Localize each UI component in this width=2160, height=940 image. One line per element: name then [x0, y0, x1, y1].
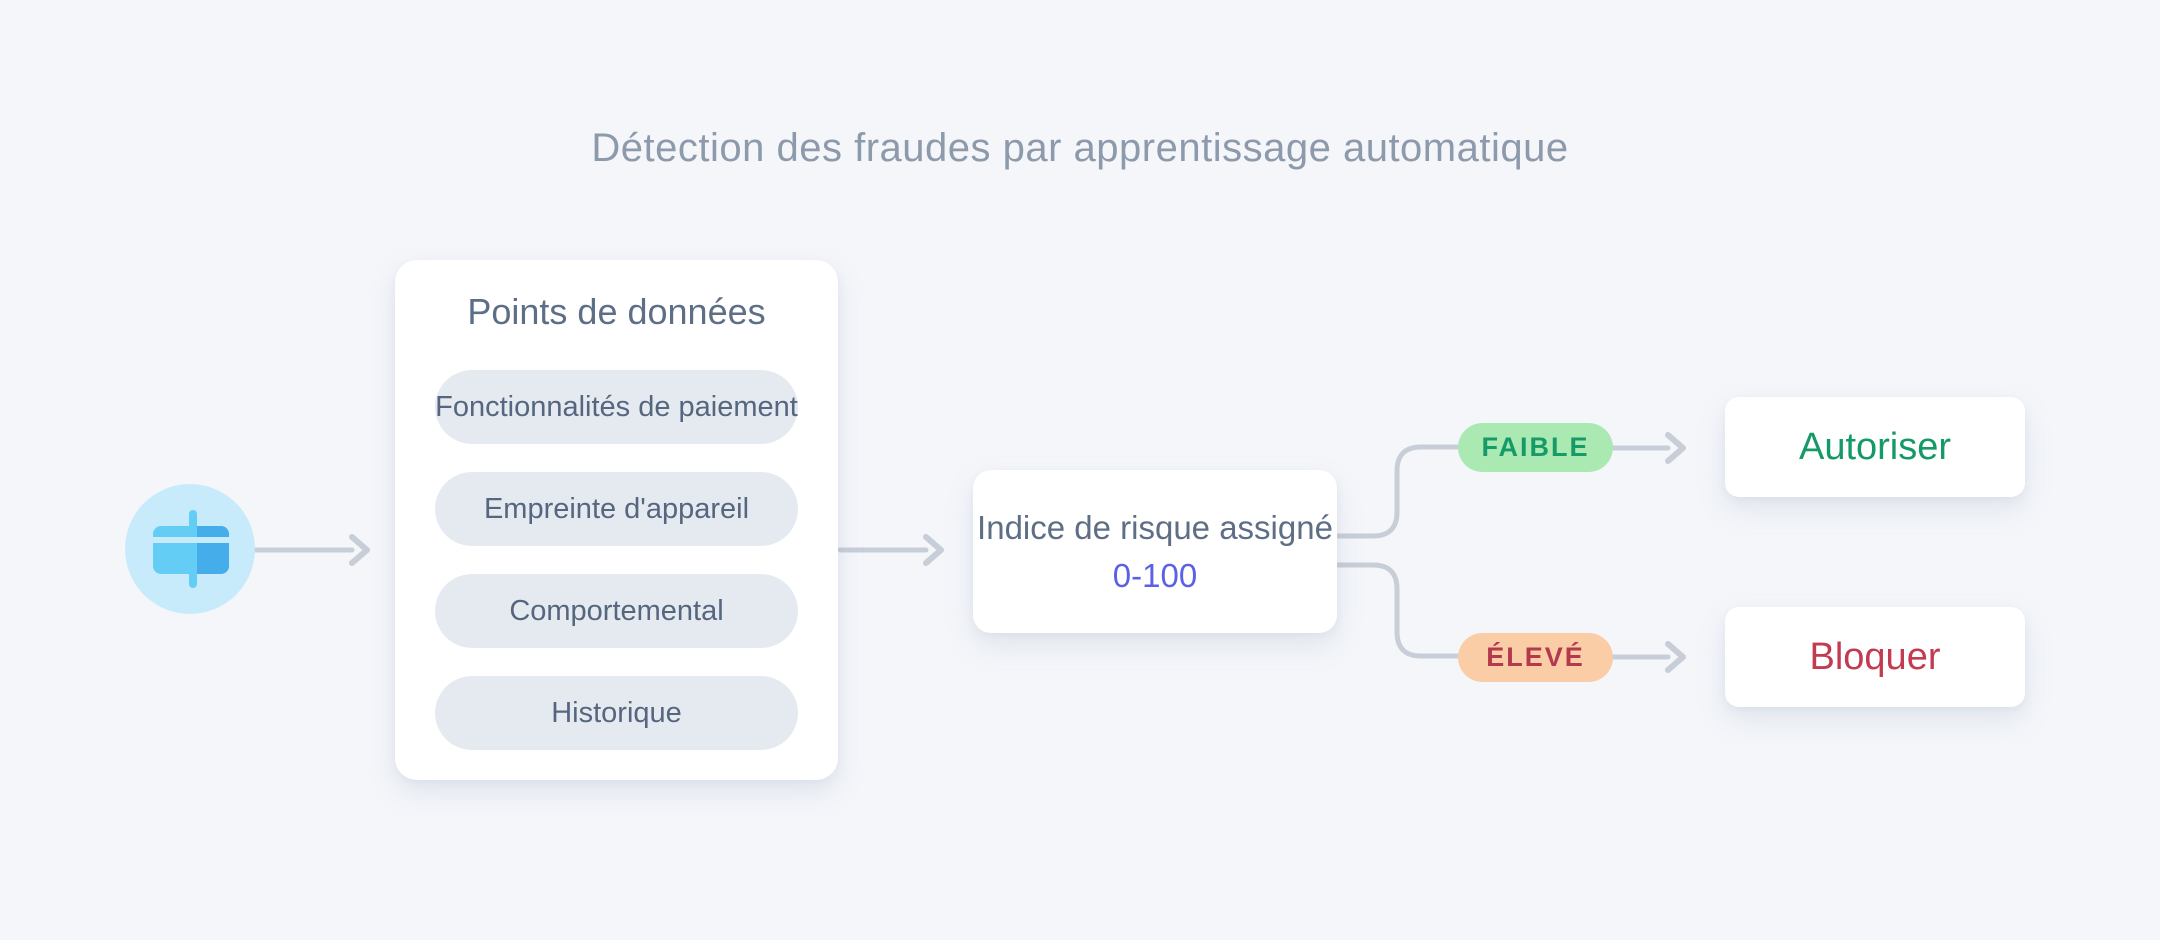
high-risk-badge: ÉLEVÉ — [1458, 633, 1613, 682]
data-points-card: Points de données Fonctionnalités de pai… — [395, 260, 838, 780]
risk-score-range: 0-100 — [1112, 556, 1198, 594]
data-point-pill-payment-features: Fonctionnalités de paiement — [435, 370, 798, 444]
risk-score-title: Indice de risque assigné — [977, 508, 1333, 546]
data-point-pill-behavioral: Comportemental — [435, 574, 798, 648]
arrowhead-source-to-points — [349, 534, 370, 566]
arrowhead-points-to-risk — [923, 534, 944, 566]
data-points-title: Points de données — [467, 291, 766, 332]
branch-risk-to-high — [1334, 562, 1461, 659]
block-card: Bloquer — [1725, 607, 2025, 707]
credit-card-icon — [125, 484, 255, 614]
low-risk-badge: FAIBLE — [1458, 423, 1613, 472]
diagram-title: Détection des fraudes par apprentissage … — [591, 126, 1569, 170]
arrowhead-low-to-authorize — [1665, 432, 1686, 464]
block-label: Bloquer — [1809, 635, 1941, 678]
authorize-card: Autoriser — [1725, 397, 2025, 497]
risk-score-card: Indice de risque assigné 0-100 — [973, 470, 1337, 633]
arrowhead-high-to-block — [1665, 641, 1686, 673]
data-point-pill-history: Historique — [435, 676, 798, 750]
data-point-pill-device-fingerprint: Empreinte d'appareil — [435, 472, 798, 546]
branch-risk-to-low — [1334, 444, 1461, 539]
authorize-label: Autoriser — [1798, 425, 1952, 468]
